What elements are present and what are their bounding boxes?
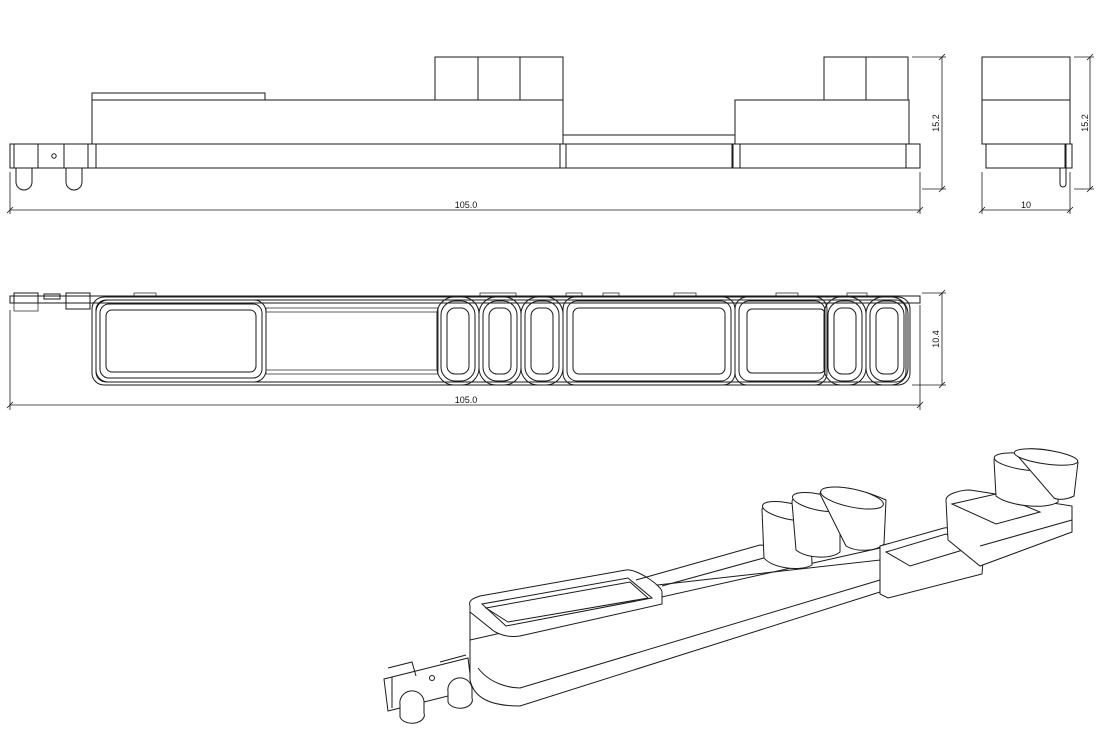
front-width-label: 105.0: [455, 200, 478, 210]
side-width-dimension: [978, 172, 1074, 214]
iso-left-tray: [469, 569, 663, 637]
top-view: 10.4 105.0: [6, 289, 946, 410]
top-cup-group-right: [823, 296, 909, 386]
iso-clip-bracket: [383, 654, 473, 724]
side-height-label: 15.2: [1080, 114, 1090, 132]
iso-right-tray: [945, 489, 1073, 567]
front-left-tray: [91, 56, 564, 145]
isometric-view: [383, 448, 1079, 724]
front-width-dimension: [6, 172, 924, 214]
top-tray-long: [265, 307, 439, 375]
iso-cup-group-right: [993, 448, 1079, 507]
top-cup-group-left: [436, 296, 564, 386]
front-middle-tray: [562, 134, 736, 145]
front-rail: [87, 143, 921, 169]
side-width-label: 10: [1021, 200, 1031, 210]
top-depth-label: 10.4: [931, 330, 941, 348]
front-clip-bracket: [9, 143, 97, 191]
top-width-label: 105.0: [455, 395, 478, 405]
top-tray-middle: [562, 296, 736, 386]
front-height-label: 15.2: [931, 114, 941, 132]
iso-cup-group-left: [761, 486, 887, 569]
front-view: 15.2 105.0: [6, 53, 946, 214]
top-tray-left: [95, 299, 267, 383]
top-depth-dimension: [912, 289, 946, 389]
side-view: 15.2 10: [978, 53, 1094, 214]
top-tray-right: [734, 296, 828, 386]
front-right-tray: [734, 56, 910, 145]
front-height-dimension: [912, 53, 946, 193]
side-height-dimension: [1074, 53, 1094, 193]
top-width-dimension: [6, 305, 924, 410]
